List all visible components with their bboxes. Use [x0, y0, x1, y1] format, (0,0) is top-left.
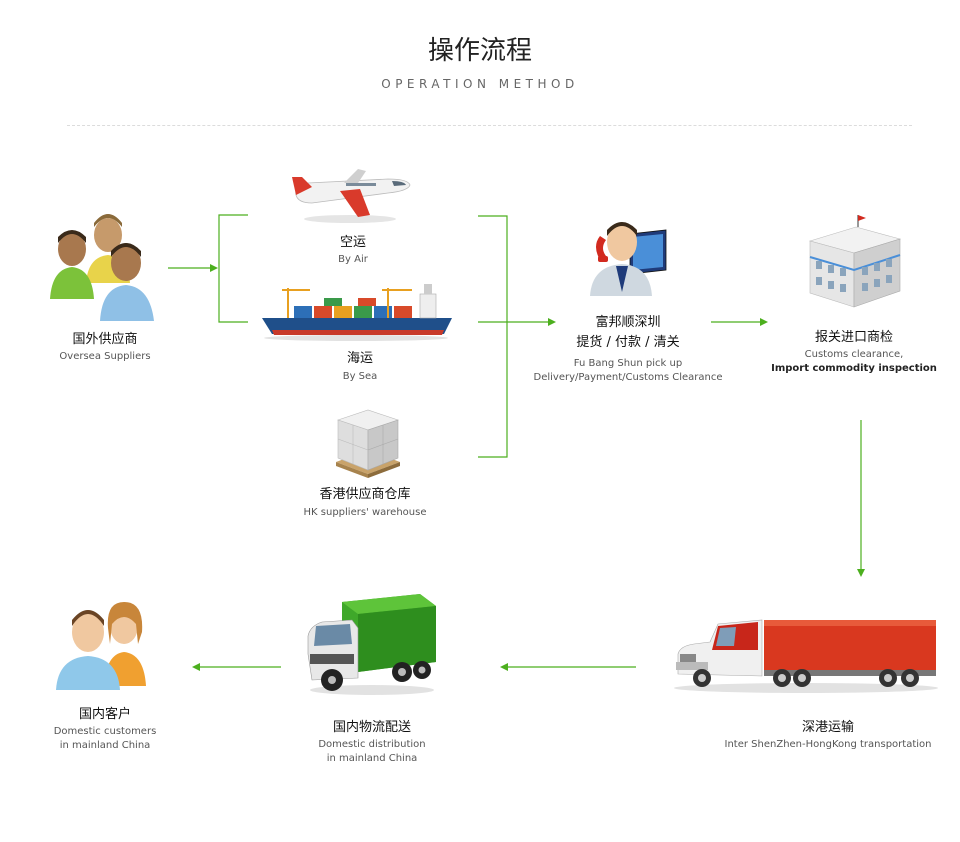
customer-couple-icon	[56, 602, 146, 690]
fubangshun-label-zh2: 提货 / 付款 / 清关	[576, 335, 680, 350]
oversea-label-zh: 国外供应商	[72, 332, 138, 347]
customs-label-en2: Import commodity inspection	[771, 363, 937, 374]
air-label-zh: 空运	[339, 235, 366, 250]
green-truck-icon	[307, 594, 436, 695]
fubangshun-label-zh1: 富邦顺深圳	[595, 315, 661, 330]
page-title: 操作流程	[427, 36, 532, 66]
customs-label-en1: Customs clearance,	[804, 349, 904, 360]
transport-label-en: Inter ShenZhen-HongKong transportation	[724, 739, 932, 750]
airplane-icon	[292, 169, 411, 223]
customers-label-en1: Domestic customers	[53, 726, 157, 737]
oversea-label-en: Oversea Suppliers	[59, 351, 151, 362]
fubangshun-label-en1: Fu Bang Shun pick up	[573, 358, 683, 369]
header-divider	[67, 125, 912, 126]
sea-label-en: By Sea	[342, 371, 378, 382]
hk-warehouse-label-zh: 香港供应商仓库	[319, 487, 411, 502]
transport-label-zh: 深港运输	[801, 720, 854, 735]
domestic-dist-label-en1: Domestic distribution	[318, 739, 426, 750]
domestic-dist-label-en2: in mainland China	[326, 753, 418, 764]
page-subtitle: OPERATION METHOD	[381, 77, 579, 91]
air-label-en: By Air	[338, 254, 368, 265]
cargo-ship-icon	[262, 284, 452, 341]
hk-warehouse-label-en: HK suppliers' warehouse	[303, 507, 427, 518]
customers-label-zh: 国内客户	[78, 707, 131, 722]
left-bracket	[218, 214, 248, 323]
right-bracket	[478, 215, 508, 458]
boxes-pallet-icon	[336, 409, 400, 478]
customs-label-zh: 报关进口商检	[814, 330, 893, 345]
sea-label-zh: 海运	[346, 351, 373, 366]
domestic-dist-label-zh: 国内物流配送	[332, 720, 411, 735]
semi-truck-icon	[674, 619, 938, 693]
operator-phone-icon	[590, 222, 667, 296]
fubangshun-label-en2: Delivery/Payment/Customs Clearance	[533, 372, 723, 383]
customers-label-en2: in mainland China	[59, 740, 151, 751]
building-icon	[808, 215, 902, 308]
people-group-icon	[50, 214, 154, 321]
